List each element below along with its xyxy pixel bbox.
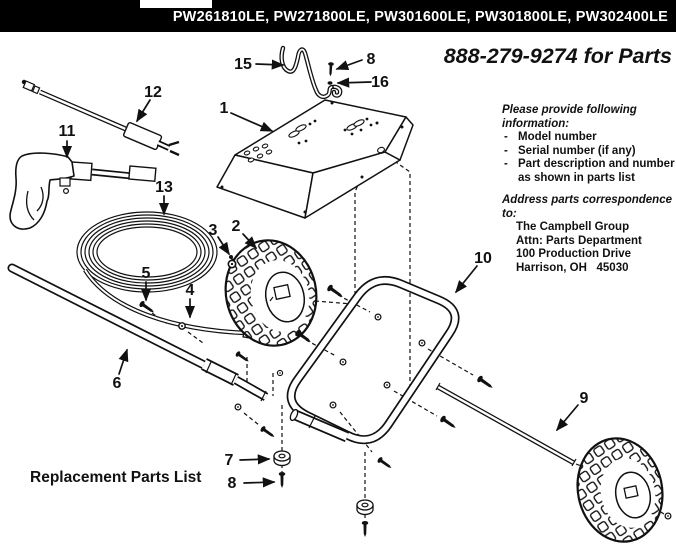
rear-wheel-part [576, 437, 664, 543]
ordering-info-block: Please provide following information: - … [502, 104, 676, 275]
callout-9: 9 [556, 390, 589, 432]
info-bullet: - Serial number (if any) [502, 145, 676, 159]
callout-16-label: 16 [371, 74, 389, 91]
callout-13-label: 13 [155, 179, 173, 196]
callout-10-label: 10 [474, 250, 492, 267]
spray-wand-part [21, 79, 180, 157]
bullet-dash: - [504, 131, 508, 143]
callouts: 15 8 16 1 12 11 [59, 51, 589, 492]
info-bullet: - Part description and number [502, 158, 676, 172]
platform-part [216, 99, 414, 219]
callout-16: 16 [336, 74, 389, 91]
callout-12-label: 12 [144, 84, 162, 101]
callout-12: 12 [136, 84, 162, 123]
callout-3-label: 3 [209, 222, 218, 239]
callout-8-top-label: 8 [367, 51, 376, 68]
callout-1-label: 1 [220, 100, 229, 117]
info-heading-line2: information: [502, 117, 570, 130]
callout-2-label: 2 [232, 218, 241, 235]
callout-5-label: 5 [142, 265, 151, 282]
replacement-parts-list-title: Replacement Parts List [30, 469, 202, 486]
callout-15: 15 [234, 56, 285, 73]
callout-6: 6 [113, 348, 129, 392]
spray-gun-part [9, 152, 157, 230]
front-wheel-part [224, 239, 318, 347]
callout-11: 11 [59, 123, 76, 159]
callout-4: 4 [184, 282, 196, 319]
parts-phone-banner: 888-279-9274 for Parts [443, 44, 672, 68]
callout-2: 2 [232, 218, 258, 250]
fasteners-screws [138, 62, 495, 537]
callout-11-label: 11 [59, 123, 76, 140]
address-block: Address parts correspondence to: The Cam… [502, 194, 676, 275]
callout-6-label: 6 [113, 375, 122, 392]
bullet-text: Part description and number [518, 158, 675, 170]
callout-8-bottom-label: 8 [228, 475, 237, 492]
info-heading-line1: Please provide following [502, 104, 637, 116]
callout-9-label: 9 [580, 390, 589, 407]
address-line: Harrison, OH 45030 [516, 261, 629, 274]
handle-hook-part [279, 45, 343, 99]
model-numbers-text: PW261810LE, PW271800LE, PW301600LE, PW30… [172, 9, 668, 25]
bullet-dash: - [504, 158, 508, 170]
bullet-text: Model number [518, 131, 597, 143]
callout-4-label: 4 [186, 282, 195, 299]
address-line: The Campbell Group [516, 221, 630, 233]
callout-10: 10 [455, 250, 492, 294]
callout-8-top: 8 [335, 51, 376, 70]
address-line: 100 Production Drive [516, 248, 632, 260]
bullet-dash: - [504, 144, 508, 157]
callout-13: 13 [155, 179, 173, 216]
callout-3: 3 [209, 222, 230, 256]
address-heading: Address parts correspondence to: [502, 194, 673, 220]
model-numbers-bar: PW261810LE, PW271800LE, PW301600LE, PW30… [0, 0, 676, 32]
axle-rod-part [435, 382, 577, 467]
bullet-text: Serial number (if any) [518, 144, 636, 157]
washers [273, 450, 374, 516]
bullet-continuation: as shown in parts list [518, 171, 635, 184]
info-bullet: - Model number [502, 131, 676, 145]
callout-15-label: 15 [234, 56, 252, 73]
callout-1: 1 [220, 100, 274, 132]
callout-5: 5 [140, 265, 152, 302]
handle-tube-part [7, 263, 350, 443]
callout-7: 7 [225, 452, 271, 469]
callout-7-label: 7 [225, 452, 234, 469]
callout-8-bottom: 8 [228, 475, 276, 492]
bar-notch [140, 0, 212, 8]
address-line: Attn: Parts Department [516, 234, 642, 247]
